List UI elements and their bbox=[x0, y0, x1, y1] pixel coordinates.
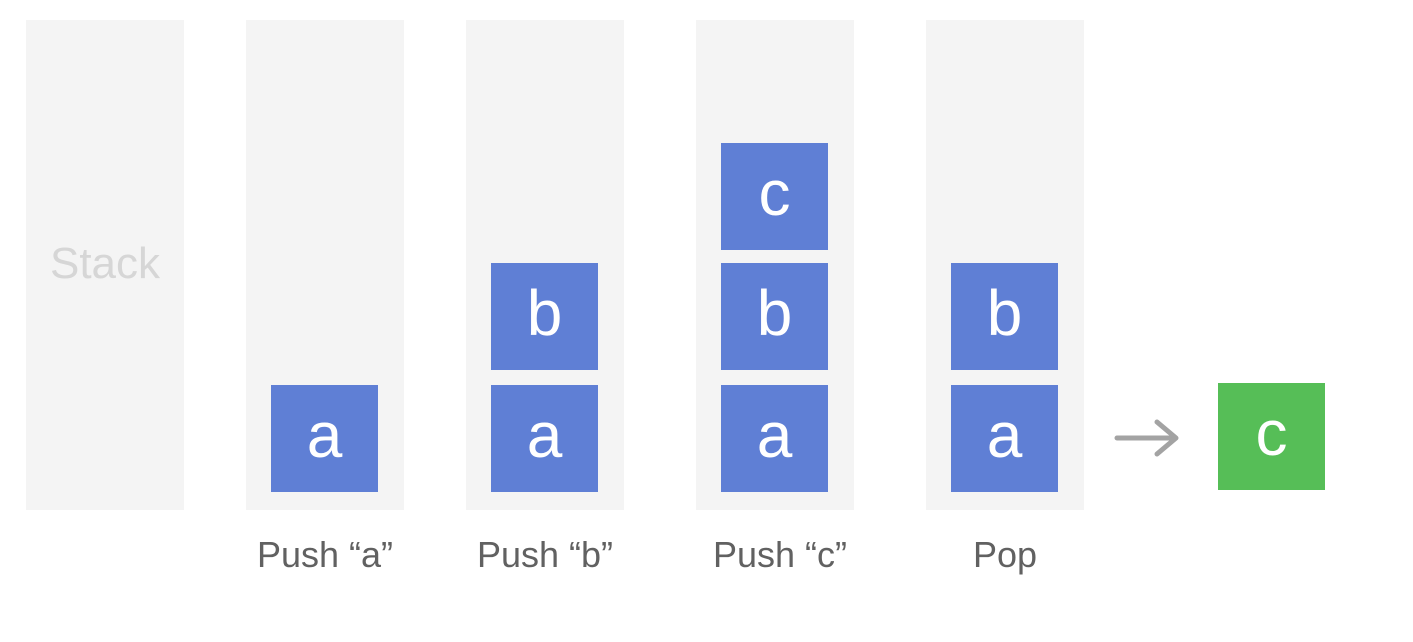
popped-block: c bbox=[1218, 383, 1325, 490]
stack-column-push-a: a bbox=[246, 20, 404, 510]
stack-block: b bbox=[951, 263, 1058, 370]
step-caption: Push “b” bbox=[476, 534, 614, 575]
step-caption: Pop bbox=[972, 534, 1038, 575]
stack-block: a bbox=[271, 385, 378, 492]
stack-column-push-b: a b bbox=[466, 20, 624, 510]
stack-block: a bbox=[721, 385, 828, 492]
step-caption: Push “a” bbox=[256, 534, 394, 575]
right-arrow-icon bbox=[1114, 419, 1179, 457]
stack-block: b bbox=[721, 263, 828, 370]
stack-label: Stack bbox=[49, 239, 161, 288]
stack-column-push-c: a b c bbox=[696, 20, 854, 510]
stack-column-pop: a b bbox=[926, 20, 1084, 510]
step-caption: Push “c” bbox=[712, 534, 848, 575]
stack-block: a bbox=[491, 385, 598, 492]
stack-block: c bbox=[721, 143, 828, 250]
stack-block: b bbox=[491, 263, 598, 370]
stack-block: a bbox=[951, 385, 1058, 492]
empty-stack-column: Stack bbox=[26, 20, 184, 510]
